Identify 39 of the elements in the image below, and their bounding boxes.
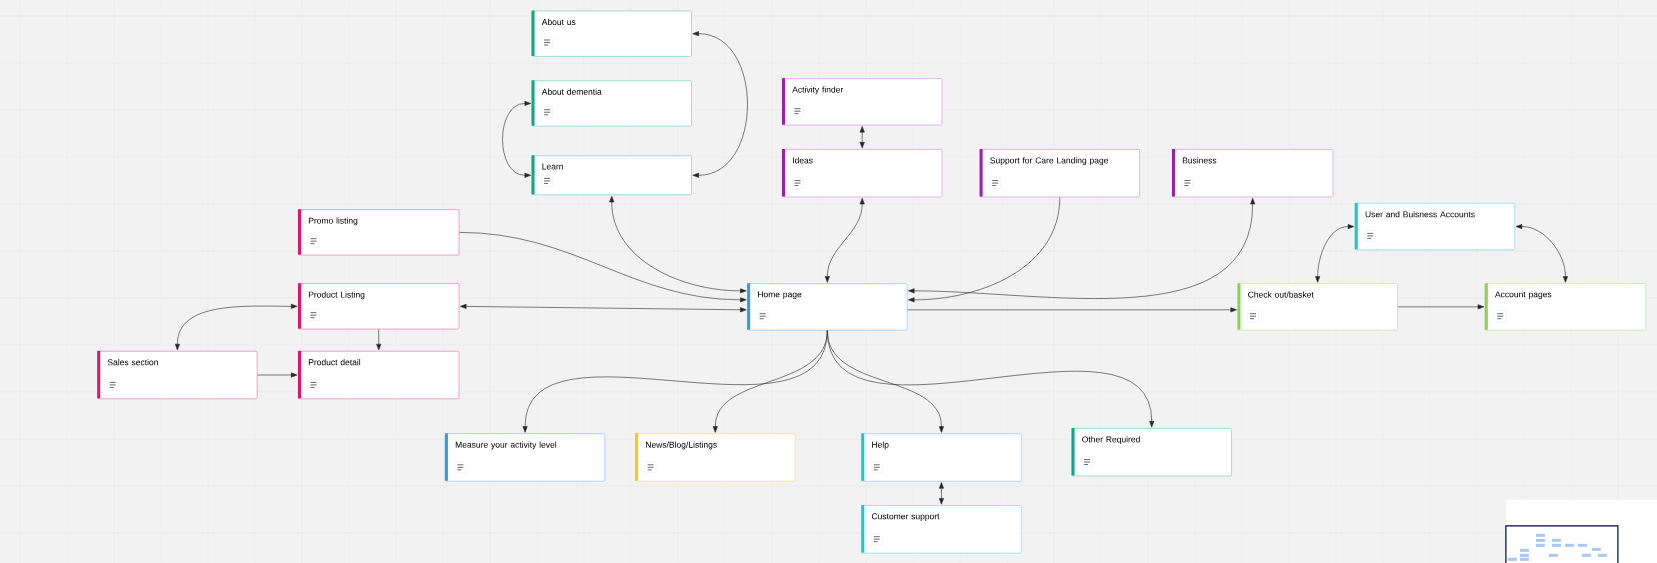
arrow (1515, 224, 1568, 283)
page-card: Customer support (861, 505, 1022, 554)
arrow (1315, 224, 1355, 283)
arrow (1397, 304, 1485, 310)
page-card: Sales section (97, 350, 258, 400)
arrow (908, 197, 1256, 299)
arrow (908, 197, 1061, 303)
page-card: Home page (747, 283, 908, 331)
arrow (502, 101, 531, 178)
page-card: Check out/basket (1237, 283, 1398, 331)
arrow (376, 329, 382, 351)
arrow (712, 330, 828, 433)
arrow (257, 372, 298, 378)
arrow (692, 31, 748, 178)
arrow (609, 195, 747, 294)
page-card: Business (1171, 149, 1334, 198)
arrow (459, 232, 747, 303)
arrow (827, 330, 1155, 428)
page-card: News/Blog/Listings (635, 433, 796, 482)
page-card: Activity finder (782, 78, 943, 126)
page-card: Support for Care Landing page (979, 149, 1140, 198)
page-card: Other Required (1071, 428, 1232, 477)
arrow (939, 482, 944, 505)
page-card: About dementia (531, 80, 692, 127)
page-card: Product detail (298, 350, 460, 400)
arrow (907, 307, 1237, 313)
arrow (824, 197, 865, 283)
arrow (460, 303, 747, 313)
page-card: Account pages (1484, 283, 1647, 331)
page-card: User and Buisness Accounts (1354, 202, 1516, 251)
page-card: About us (531, 10, 692, 57)
page-card: Help (861, 433, 1022, 482)
page-card: Promo listing (298, 209, 460, 256)
arrow (859, 126, 865, 149)
arrow (174, 303, 298, 351)
page-card: Learn (531, 155, 692, 196)
page-card: Measure your activity level (444, 433, 606, 482)
page-card: Product Listing (298, 283, 460, 330)
page-card: Ideas (782, 149, 943, 198)
